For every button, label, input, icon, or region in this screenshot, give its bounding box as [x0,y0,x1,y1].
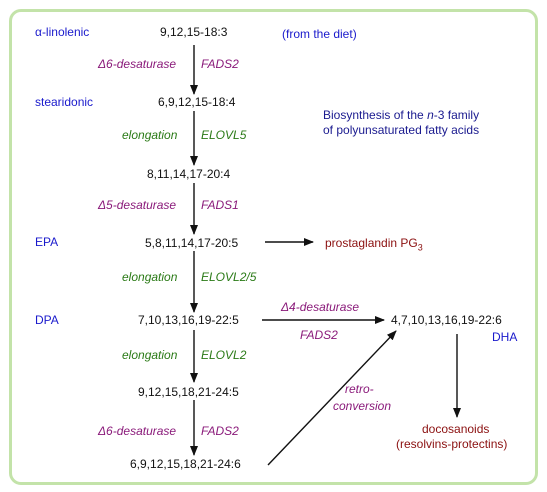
step-fads1: FADS1 [201,198,239,212]
step-d6-desaturase-2: Δ6-desaturase [98,424,177,438]
name-epa: EPA [35,235,59,249]
product-prostaglandin: prostaglandin PG3 [325,236,423,253]
name-dpa: DPA [35,313,59,327]
compound-20-4: 8,11,14,17-20:4 [147,167,231,181]
step-elovl2: ELOVL2 [201,348,247,362]
name-alpha-linolenic: α-linolenic [35,25,90,39]
compound-18-4: 6,9,12,15-18:4 [158,95,236,109]
compound-18-3: 9,12,15-18:3 [160,25,228,39]
step-elongation-3: elongation [122,348,178,362]
product-docosanoids: docosanoids [422,422,490,436]
arrow-retroconversion [267,330,397,466]
compound-22-6: 4,7,10,13,16,19-22:6 [391,313,502,327]
diagram-frame [9,9,538,485]
step-elongation-2: elongation [122,270,178,284]
step-conversion: conversion [333,399,392,413]
step-d4-desaturase: Δ4-desaturase [281,300,360,314]
compound-24-5: 9,12,15,18,21-24:5 [138,385,239,399]
diet-note: (from the diet) [282,27,357,41]
compound-24-6: 6,9,12,15,18,21-24:6 [130,457,241,471]
name-dha: DHA [492,330,518,344]
step-retro: retro- [345,382,374,396]
step-elovl2-5: ELOVL2/5 [201,270,257,284]
product-resolvins-protectins: (resolvins-protectins) [396,437,508,451]
compound-20-5: 5,8,11,14,17-20:5 [145,236,239,250]
diagram-title-line1: Biosynthesis of the n-3 family [323,108,480,122]
step-fads2-1: FADS2 [201,57,239,71]
compound-22-5: 7,10,13,16,19-22:5 [138,313,239,327]
step-d5-desaturase: Δ5-desaturase [98,198,177,212]
step-fads2-d4: FADS2 [300,328,338,342]
diagram-title-line2: of polyunsaturated fatty acids [323,123,480,137]
step-elongation-1: elongation [122,128,178,142]
step-fads2-2: FADS2 [201,424,239,438]
name-stearidonic: stearidonic [35,95,94,109]
step-d6-desaturase-1: Δ6-desaturase [98,57,177,71]
step-elovl5: ELOVL5 [201,128,247,142]
